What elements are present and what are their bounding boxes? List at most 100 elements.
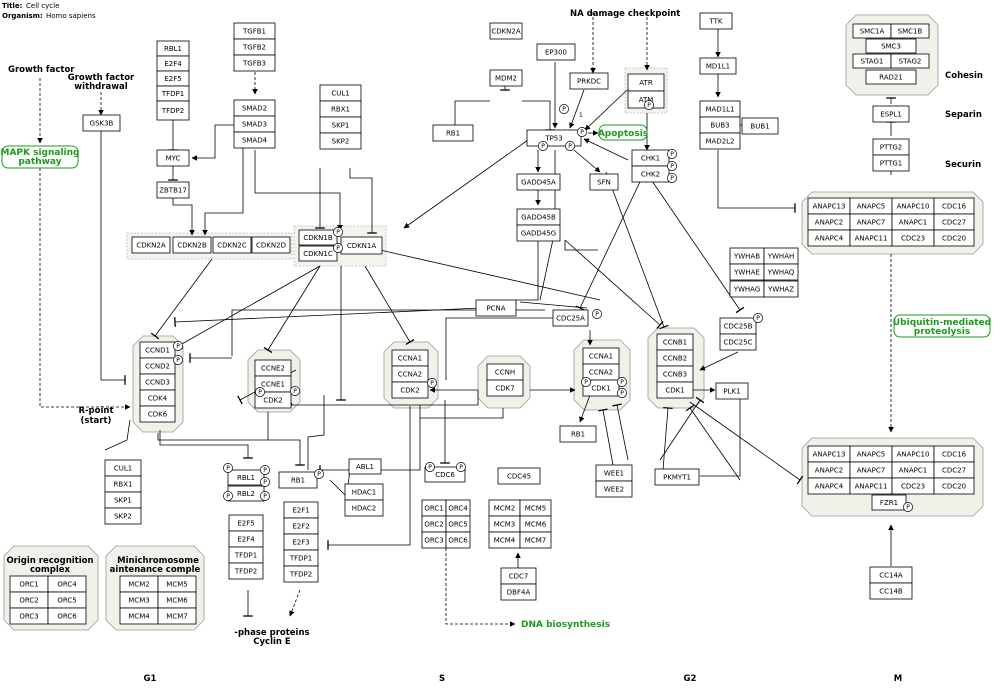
gene-label-hdac2[interactable]: HDAC2 bbox=[352, 505, 377, 513]
gene-label-orc4[interactable]: ORC4 bbox=[57, 581, 77, 589]
gene-label-atm[interactable]: ATM bbox=[639, 96, 654, 104]
gene-label-e2f3[interactable]: E2F3 bbox=[292, 539, 309, 547]
gene-label-smc1a[interactable]: SMC1A bbox=[860, 28, 885, 36]
gene-label-cdc23[interactable]: CDC23 bbox=[901, 235, 925, 243]
ubiquitin-pathway-box[interactable] bbox=[893, 314, 991, 338]
gene-box-smc1b[interactable] bbox=[890, 23, 930, 39]
gene-label-anapc4[interactable]: ANAPC4 bbox=[815, 483, 844, 491]
gene-box-gadd45a[interactable] bbox=[516, 173, 561, 191]
gene-label-anapc2[interactable]: ANAPC2 bbox=[815, 219, 843, 227]
gene-label-hdac1[interactable]: HDAC1 bbox=[352, 489, 377, 497]
gene-label-tp53[interactable]: TP53 bbox=[544, 135, 562, 143]
gene-label-gadd45b[interactable]: GADD45B bbox=[521, 214, 556, 222]
gene-box-mad2l2[interactable] bbox=[699, 132, 741, 150]
gene-box-md1l1[interactable] bbox=[699, 57, 737, 75]
gene-label-ccnd2[interactable]: CCND2 bbox=[145, 363, 170, 371]
gene-label-chk2[interactable]: CHK2 bbox=[641, 171, 660, 179]
gene-label-mcm7[interactable]: MCM7 bbox=[166, 613, 187, 621]
gene-box-cdc20[interactable] bbox=[933, 229, 975, 247]
gene-box-orc6[interactable] bbox=[445, 531, 471, 549]
gene-box-cdk2[interactable] bbox=[254, 391, 292, 409]
gene-label-orc6[interactable]: ORC6 bbox=[57, 613, 77, 621]
gene-label-mcm4[interactable]: MCM4 bbox=[128, 613, 150, 621]
gene-label-cdk1[interactable]: CDK1 bbox=[591, 385, 610, 393]
gene-label-smad2[interactable]: SMAD2 bbox=[242, 105, 267, 113]
gene-label-tfdp1[interactable]: TFDP1 bbox=[234, 552, 257, 560]
gene-label-anapc1[interactable]: ANAPC1 bbox=[899, 219, 927, 227]
ubiquitin-pathway-line1[interactable]: Ubiquitin-mediated bbox=[893, 318, 991, 328]
gene-label-ccnd3[interactable]: CCND3 bbox=[145, 379, 170, 387]
gene-label-pcna[interactable]: PCNA bbox=[486, 305, 505, 313]
gene-label-orc5[interactable]: ORC5 bbox=[448, 521, 467, 529]
gene-label-cdk4[interactable]: CDK4 bbox=[148, 395, 168, 403]
gene-label-abl1[interactable]: ABL1 bbox=[356, 463, 374, 471]
dna-biosynthesis-label[interactable]: DNA biosynthesis bbox=[521, 620, 610, 630]
gene-box-cdkn2d[interactable] bbox=[251, 236, 291, 254]
gene-label-gadd45a[interactable]: GADD45A bbox=[521, 179, 556, 187]
gene-label-cdkn2b[interactable]: CDKN2B bbox=[177, 242, 207, 250]
gene-label-ccna1[interactable]: CCNA1 bbox=[398, 355, 422, 363]
gene-label-bub1[interactable]: BUB1 bbox=[750, 123, 769, 131]
gene-box-zbtb17[interactable] bbox=[156, 181, 190, 199]
gene-label-stag2[interactable]: STAG2 bbox=[899, 58, 922, 66]
mapk-pathway-box[interactable] bbox=[1, 145, 79, 169]
gene-label-ywhaz[interactable]: YWHAZ bbox=[767, 286, 794, 294]
gene-label-orc6[interactable]: ORC6 bbox=[448, 537, 468, 545]
gene-label-fzr1[interactable]: FZR1 bbox=[880, 499, 898, 507]
gene-label-orc5[interactable]: ORC5 bbox=[57, 597, 76, 605]
gene-box-cdk2[interactable] bbox=[391, 381, 429, 399]
gene-box-espl1[interactable] bbox=[872, 105, 910, 123]
gene-label-myc[interactable]: MYC bbox=[166, 155, 181, 163]
gene-box-tfdp2[interactable] bbox=[156, 100, 190, 121]
gene-label-anapc10[interactable]: ANAPC10 bbox=[897, 451, 930, 459]
gene-label-mcm2[interactable]: MCM2 bbox=[494, 505, 515, 513]
gene-label-orc2[interactable]: ORC2 bbox=[19, 597, 38, 605]
gene-box-rb1[interactable] bbox=[278, 471, 318, 489]
gene-box-stag2[interactable] bbox=[890, 53, 930, 69]
gene-label-ccnb1[interactable]: CCNB1 bbox=[663, 339, 687, 347]
gene-box-skp2[interactable] bbox=[319, 132, 362, 150]
gene-label-cul1[interactable]: CUL1 bbox=[331, 90, 349, 98]
gene-label-sfn[interactable]: SFN bbox=[597, 179, 611, 187]
gene-box-pcna[interactable] bbox=[475, 299, 517, 317]
gene-box-chk2[interactable] bbox=[631, 165, 670, 183]
gene-label-anapc1[interactable]: ANAPC1 bbox=[899, 467, 927, 475]
gene-label-cdkn2c[interactable]: CDKN2C bbox=[217, 242, 247, 250]
gene-label-gadd45g[interactable]: GADD45G bbox=[521, 230, 556, 238]
gene-label-wee1[interactable]: WEE1 bbox=[604, 470, 624, 478]
ubiquitin-pathway-line2[interactable]: proteolysis bbox=[914, 327, 970, 337]
gene-label-ywhaq[interactable]: YWHAQ bbox=[767, 269, 795, 277]
gene-label-atr[interactable]: ATR bbox=[639, 79, 653, 87]
gene-label-cdk7[interactable]: CDK7 bbox=[495, 385, 514, 393]
gene-label-cdk2[interactable]: CDK2 bbox=[400, 387, 419, 395]
gene-label-rbx1[interactable]: RBX1 bbox=[114, 481, 133, 489]
gene-label-e2f2[interactable]: E2F2 bbox=[292, 523, 309, 531]
gene-box-tfdp2[interactable] bbox=[228, 562, 264, 580]
gene-label-smad3[interactable]: SMAD3 bbox=[242, 121, 267, 129]
gene-label-anapc11[interactable]: ANAPC11 bbox=[855, 235, 888, 243]
gene-label-tfdp2[interactable]: TFDP2 bbox=[289, 571, 312, 579]
gene-label-cdk2[interactable]: CDK2 bbox=[263, 397, 282, 405]
gene-label-cdk6[interactable]: CDK6 bbox=[148, 411, 168, 419]
gene-label-ccna2[interactable]: CCNA2 bbox=[589, 369, 613, 377]
gene-label-e2f5[interactable]: E2F5 bbox=[164, 75, 181, 83]
gene-label-dbf4a[interactable]: DBF4A bbox=[507, 589, 531, 597]
gene-label-orc3[interactable]: ORC3 bbox=[19, 613, 38, 621]
mapk-pathway-line1[interactable]: MAPK signaling bbox=[0, 148, 79, 158]
gene-box-tfdp2[interactable] bbox=[283, 565, 319, 583]
apoptosis-pathway-label[interactable]: Apoptosis bbox=[598, 129, 648, 139]
gene-label-skp2[interactable]: SKP2 bbox=[114, 513, 132, 521]
gene-label-cdkn1c[interactable]: CDKN1C bbox=[303, 250, 333, 258]
gene-box-cdk1[interactable] bbox=[656, 381, 694, 399]
gene-box-ep300[interactable] bbox=[536, 43, 576, 61]
gene-box-cdk7[interactable] bbox=[486, 379, 524, 397]
gene-box-cdkn2a[interactable] bbox=[131, 236, 171, 254]
gene-label-ccne1[interactable]: CCNE1 bbox=[261, 381, 285, 389]
gene-box-skp2[interactable] bbox=[104, 507, 142, 525]
gene-label-anapc5[interactable]: ANAPC5 bbox=[857, 203, 885, 211]
gene-label-cdc27[interactable]: CDC27 bbox=[942, 467, 966, 475]
gene-label-cdc16[interactable]: CDC16 bbox=[942, 451, 967, 459]
gene-label-ccnd1[interactable]: CCND1 bbox=[145, 347, 170, 355]
gene-box-prkdc[interactable] bbox=[569, 72, 609, 90]
gene-label-cdc7[interactable]: CDC7 bbox=[509, 573, 529, 581]
